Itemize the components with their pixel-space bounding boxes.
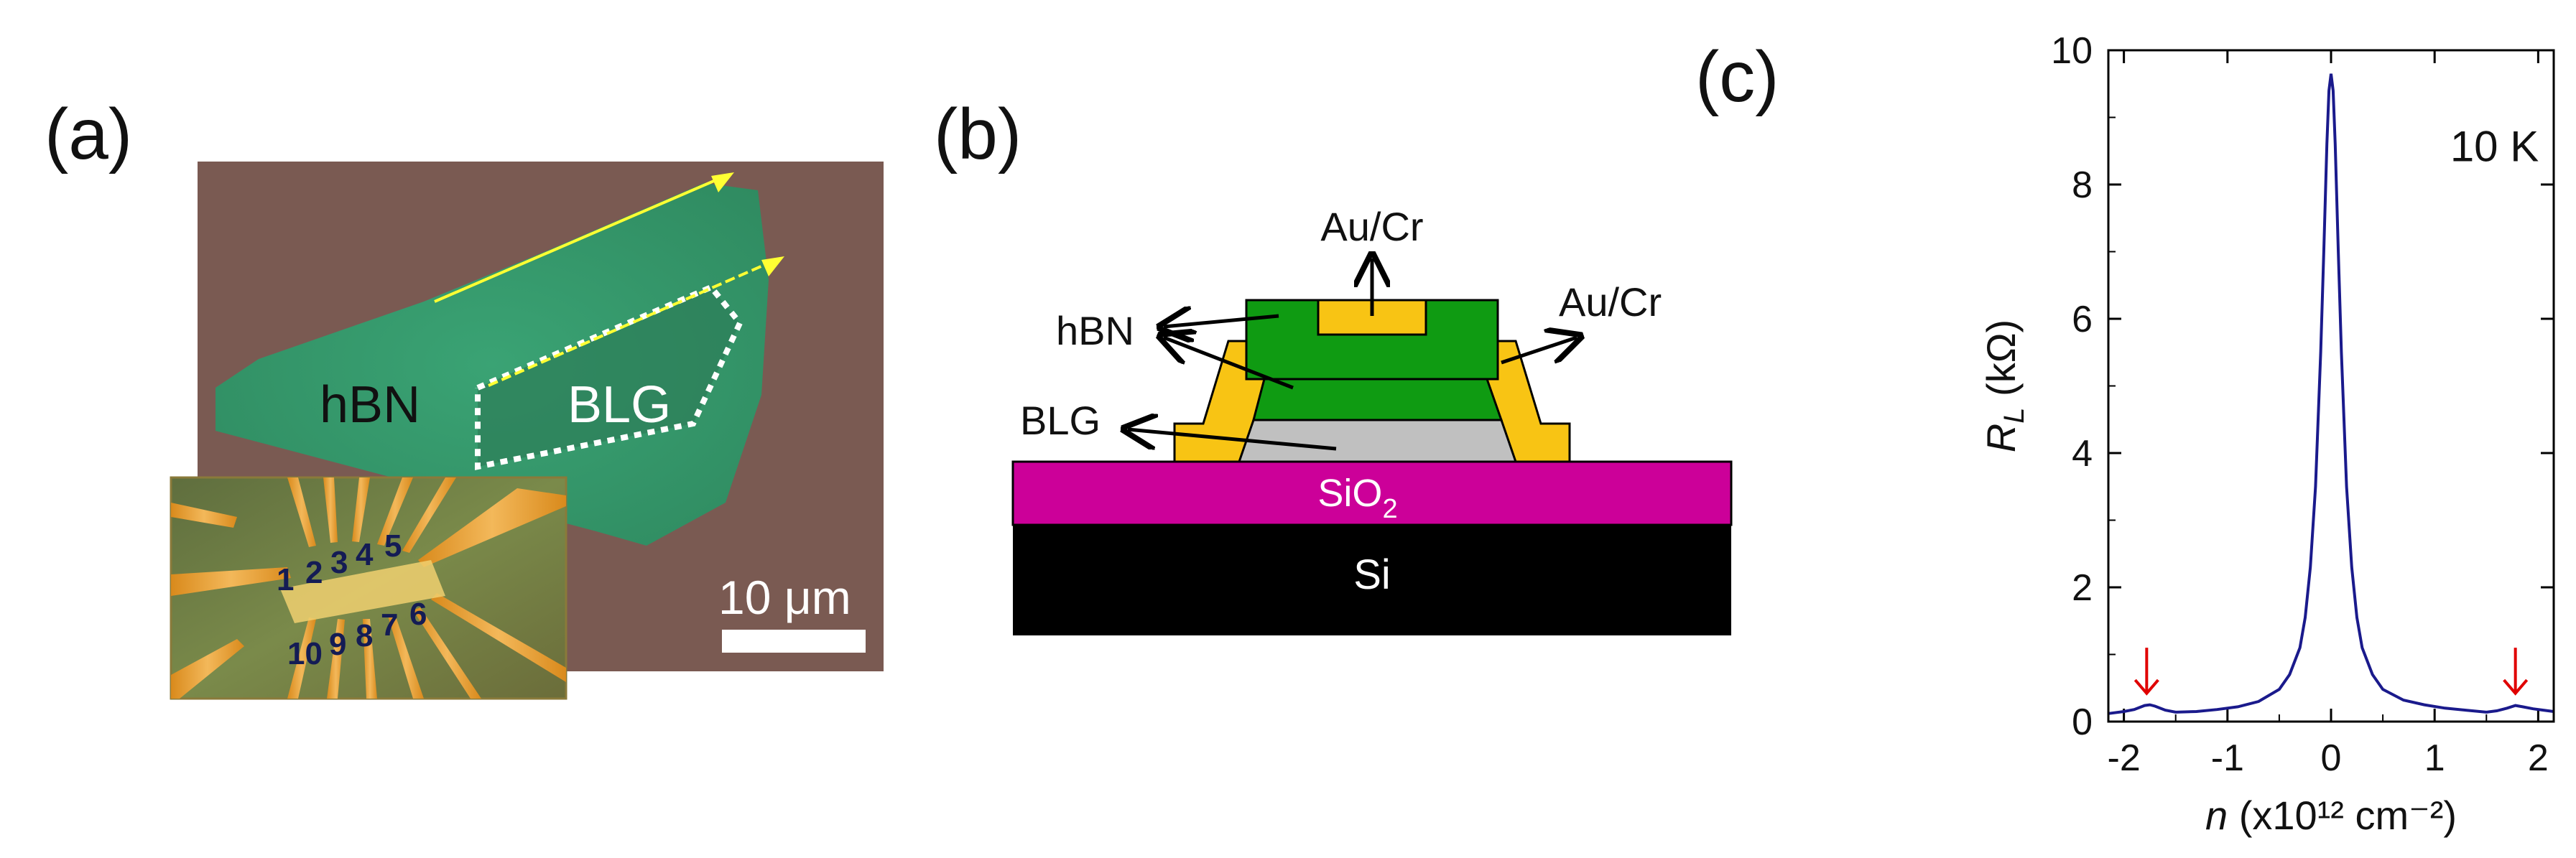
electrode-number-9: 9 xyxy=(329,627,346,662)
electrode-number-2: 2 xyxy=(305,555,323,590)
feature-arrow-head xyxy=(2503,679,2529,696)
x-tick-label: 0 xyxy=(2321,737,2342,779)
si-layer xyxy=(1013,524,1731,635)
y-tick-label: 2 xyxy=(2072,567,2093,609)
x-axis-label: n (x10¹² cm⁻²) xyxy=(2205,793,2457,838)
crystal-axis-arrow-1 xyxy=(434,174,726,303)
si-label: Si xyxy=(1353,551,1391,598)
electrode-number-3: 3 xyxy=(330,545,348,580)
x-tick-label: -2 xyxy=(2108,737,2141,779)
electrode-number-7: 7 xyxy=(381,607,398,643)
side-contact-arrow xyxy=(1501,337,1577,365)
side-contact-label: Au/Cr xyxy=(1559,279,1662,325)
y-tick-label: 8 xyxy=(2072,164,2093,206)
crystal-axis-arrow-2 xyxy=(488,258,777,387)
electrode-number-6: 6 xyxy=(409,597,427,632)
blg-arrow xyxy=(1128,429,1337,451)
y-tick-label: 4 xyxy=(2072,433,2093,475)
resistance-curve xyxy=(2108,73,2554,715)
blg-layer xyxy=(1237,419,1518,463)
electrode-number-8: 8 xyxy=(356,618,373,653)
panel-b-schematic: Si SiO2 Au/Cr Au/Cr hBN BLG xyxy=(1011,204,1733,635)
panel-a-label: (a) xyxy=(45,94,133,174)
device-inset: 1 2 3 4 5 10 9 8 7 6 xyxy=(170,476,567,700)
plot-frame xyxy=(2107,49,2555,723)
hbn-arrow-top xyxy=(1164,316,1279,327)
hbn-label: hBN xyxy=(320,376,420,434)
arrow-head-1 xyxy=(711,172,734,192)
temperature-annotation: 10 K xyxy=(2450,122,2539,170)
blg-region xyxy=(478,287,740,467)
electrode-number-10: 10 xyxy=(287,636,323,671)
top-contact-label: Au/Cr xyxy=(1320,204,1423,249)
y-tick-label: 0 xyxy=(2072,701,2093,743)
electrode-number-1: 1 xyxy=(277,562,294,597)
y-axis-label: RL (kΩ) xyxy=(1978,320,2030,452)
panel-a-micrograph: hBN BLG 10 μm 1 2 3 4 5 10 9 8 7 6 xyxy=(170,162,884,700)
sio2-label: SiO2 xyxy=(1317,472,1397,524)
blg-label: BLG xyxy=(567,376,671,434)
arrow-head-2 xyxy=(761,256,784,276)
hbn-arrow-bottom xyxy=(1164,337,1294,390)
y-tick-label: 10 xyxy=(2051,30,2093,72)
x-tick-label: 1 xyxy=(2424,737,2445,779)
panel-c-label: (c) xyxy=(1695,37,1779,117)
hbn-flake xyxy=(216,183,769,546)
x-tick-label: 2 xyxy=(2528,737,2549,779)
sio2-layer xyxy=(1011,460,1733,526)
hbn-schematic-label: hBN xyxy=(1056,308,1134,353)
scale-bar-label: 10 μm xyxy=(718,571,851,624)
electrode-number-4: 4 xyxy=(356,537,374,572)
blg-schematic-label: BLG xyxy=(1020,398,1101,443)
y-tick-label: 6 xyxy=(2072,299,2093,340)
scale-bar xyxy=(722,630,866,653)
blg-outline xyxy=(475,284,743,470)
panel-b-label: (b) xyxy=(934,94,1022,174)
feature-arrow-head xyxy=(2133,679,2159,696)
x-tick-label: -1 xyxy=(2211,737,2244,779)
electrode-number-5: 5 xyxy=(384,528,402,564)
resistance-chart: -2 -1 0 1 2 0 2 4 6 8 10 10 K n (x10¹² cm⁻²) RL (k… xyxy=(1978,30,2555,838)
